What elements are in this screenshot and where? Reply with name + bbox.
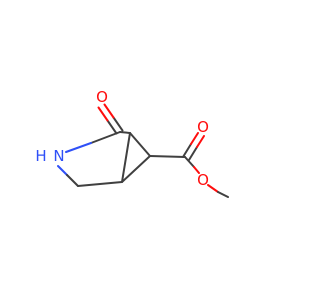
bond-oester-me-b [217,191,229,198]
atom-labels: O H N O O [35,88,209,189]
bond-c6-c7 [149,155,186,158]
bond-c4-c5 [77,181,123,187]
bond-oester-me-a [207,184,219,193]
bond-c2-n3-b [65,142,92,153]
ring-nitrogen-label: N [53,147,64,165]
ester-carbonyl-double-bond [182,132,205,161]
bond-c7-oester-b [193,166,200,174]
bond-c5-c6 [121,155,151,183]
bond-c5-c1 [121,132,131,183]
bond-c1-c6 [129,132,151,157]
ring-nh-h-label: H [35,147,46,165]
bonds [57,103,229,198]
bond-c7-oester-a [184,156,195,168]
ester-oxygen-label: O [197,171,209,189]
bond-c2-n3-a [90,131,121,144]
bond-c1-c2 [119,131,131,134]
ketone-oxygen-label: O [96,88,108,106]
molecule-structure: O H N O O [0,0,300,300]
background [0,0,300,300]
ketone-double-bond [97,103,124,135]
bond-n3-c4-a [57,165,68,176]
ester-carbonyl-oxygen-label: O [197,118,209,136]
bond-n3-c4-b [66,174,79,187]
